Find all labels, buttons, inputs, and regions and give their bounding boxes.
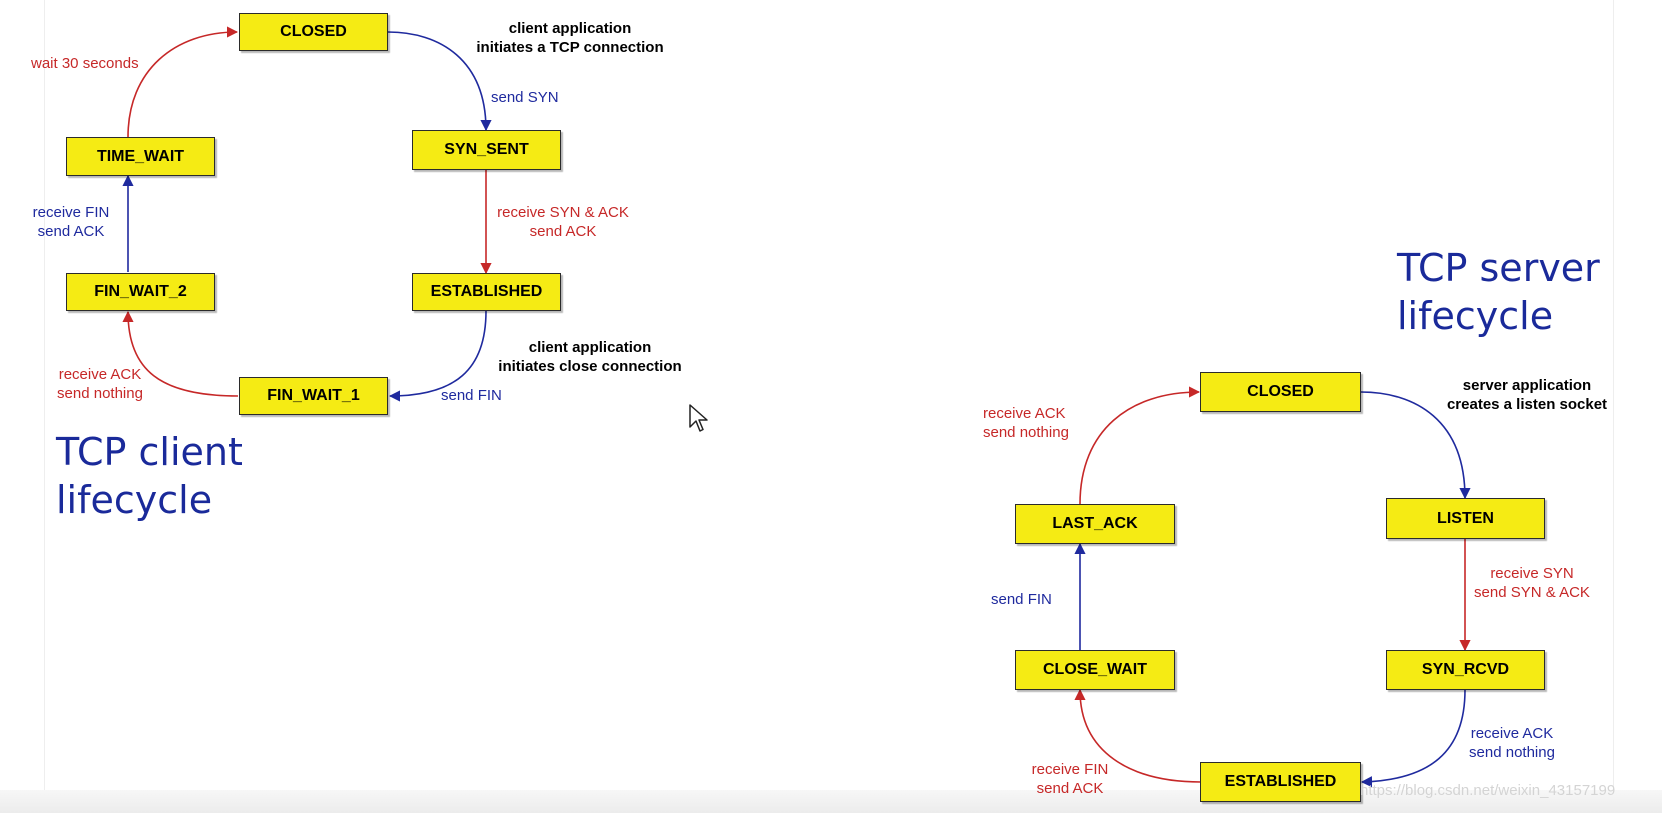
- slide-frame: [44, 0, 1614, 813]
- server-syn-label: receive SYN send SYN & ACK: [1462, 564, 1602, 602]
- server-state-established: ESTABLISHED: [1200, 762, 1361, 802]
- server-syn-line2: send SYN & ACK: [1474, 584, 1590, 601]
- client-ack-line2: send nothing: [57, 385, 143, 402]
- client-close-note-line1: client application: [528, 339, 652, 356]
- client-open-note-line2: initiates a TCP connection: [476, 39, 664, 56]
- client-state-syn-sent: SYN_SENT: [412, 130, 561, 170]
- client-title-line1: TCP client: [56, 430, 243, 474]
- client-closed-to-synsent-arrow: [387, 31, 492, 132]
- client-send-fin-label: send FIN: [441, 387, 502, 404]
- server-established-to-closewait-arrow: [1074, 688, 1202, 783]
- client-synack-line2: send ACK: [529, 223, 597, 240]
- client-state-fin-wait-2: FIN_WAIT_2: [66, 273, 215, 311]
- server-lastack-label: receive ACK send nothing: [983, 404, 1069, 442]
- server-title-line2: lifecycle: [1397, 294, 1554, 338]
- client-state-closed: CLOSED: [239, 13, 388, 51]
- client-wait-label: wait 30 seconds: [31, 55, 139, 72]
- server-lastack-line2: send nothing: [983, 424, 1069, 441]
- server-ack-line1: receive ACK: [1470, 725, 1554, 742]
- server-ack-label: receive ACK send nothing: [1460, 724, 1564, 762]
- client-state-established: ESTABLISHED: [412, 273, 561, 311]
- client-state-fin-wait-1: FIN_WAIT_1: [239, 377, 388, 415]
- server-lastack-line1: receive ACK: [983, 405, 1066, 422]
- client-ack-line1: receive ACK: [58, 366, 142, 383]
- server-lifecycle-title: TCP server lifecycle: [1397, 244, 1600, 340]
- client-ack-label: receive ACK send nothing: [50, 365, 150, 403]
- server-state-listen: LISTEN: [1386, 498, 1545, 539]
- mouse-pointer-icon: [689, 404, 708, 432]
- server-fin-line2: send ACK: [1036, 780, 1104, 797]
- client-fin-line1: receive FIN: [32, 204, 110, 221]
- client-synack-line1: receive SYN & ACK: [497, 204, 629, 221]
- client-title-line2: lifecycle: [56, 478, 213, 522]
- client-close-note-line2: initiates close connection: [498, 358, 682, 375]
- server-closed-to-listen-arrow: [1360, 391, 1471, 500]
- server-ack-line2: send nothing: [1469, 744, 1555, 761]
- client-fin-label: receive FIN send ACK: [27, 203, 115, 241]
- server-state-close-wait: CLOSE_WAIT: [1015, 650, 1175, 690]
- client-state-time-wait: TIME_WAIT: [66, 137, 215, 176]
- server-send-fin-label: send FIN: [991, 591, 1052, 608]
- server-fin-line1: receive FIN: [1031, 761, 1109, 778]
- server-state-syn-rcvd: SYN_RCVD: [1386, 650, 1545, 690]
- server-open-note-line2: creates a listen socket: [1446, 396, 1608, 413]
- client-timewait-to-closed-arrow: [127, 26, 239, 138]
- watermark-text: https://blog.csdn.net/weixin_43157199: [1360, 782, 1616, 799]
- client-open-note: client application initiates a TCP conne…: [464, 19, 676, 57]
- server-lastack-to-closed-arrow: [1079, 386, 1201, 505]
- client-close-note: client application initiates close conne…: [484, 338, 696, 376]
- client-established-to-finwait1-arrow: [388, 310, 487, 402]
- client-fin-line2: send ACK: [37, 223, 105, 240]
- client-synack-label: receive SYN & ACK send ACK: [488, 203, 638, 241]
- server-fin-label: receive FIN send ACK: [1015, 760, 1125, 798]
- client-send-syn-label: send SYN: [491, 89, 559, 106]
- server-syn-line1: receive SYN: [1490, 565, 1574, 582]
- client-lifecycle-title: TCP client lifecycle: [56, 428, 243, 524]
- client-open-note-line1: client application: [508, 20, 632, 37]
- server-state-last-ack: LAST_ACK: [1015, 504, 1175, 544]
- server-open-note-line1: server application: [1462, 377, 1592, 394]
- server-synrcvd-to-established-arrow: [1360, 689, 1466, 788]
- client-finwait1-to-finwait2-arrow: [122, 310, 239, 397]
- server-title-line1: TCP server: [1397, 246, 1600, 290]
- server-open-note: server application creates a listen sock…: [1427, 376, 1627, 414]
- server-state-closed: CLOSED: [1200, 372, 1361, 412]
